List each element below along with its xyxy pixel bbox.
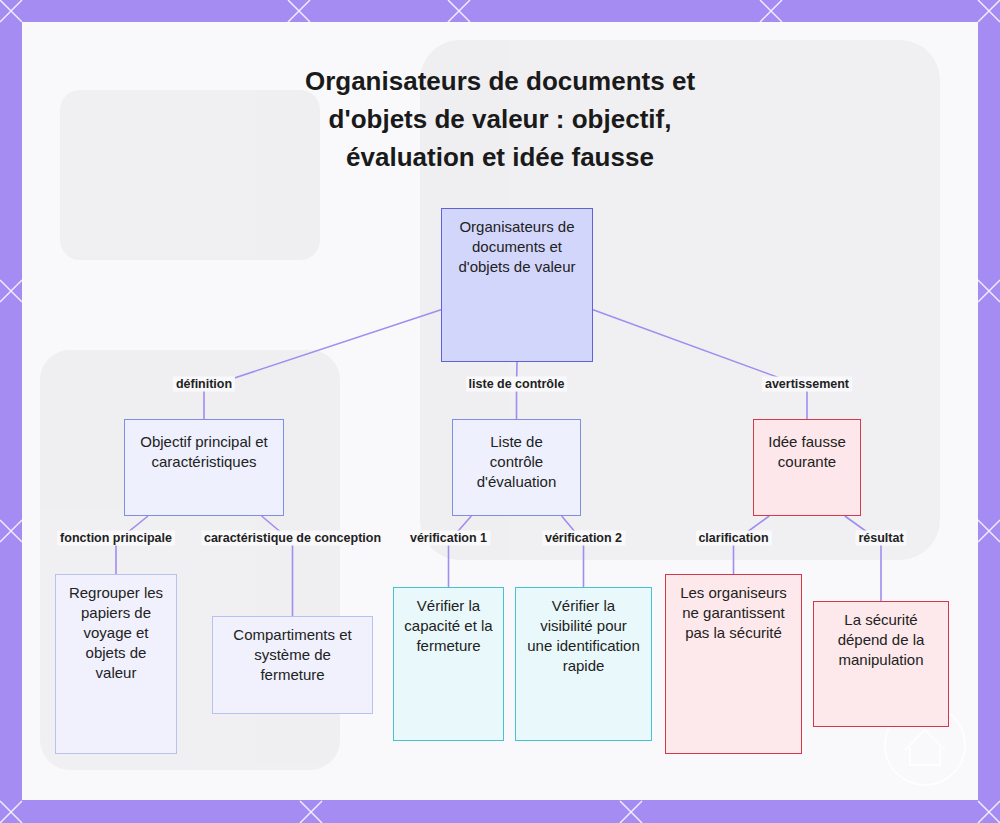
edge-label: vérification 1 xyxy=(407,531,490,546)
node-text: Vérifier la capacité et la fermeture xyxy=(404,596,493,656)
faded-photo xyxy=(40,40,940,770)
node-text: Idée fausse courante xyxy=(764,432,850,472)
category-box: Idée fausse courante xyxy=(753,419,861,516)
node-text: Compartiments et système de fermeture xyxy=(225,625,360,685)
panel xyxy=(22,22,978,800)
node-text: Vérifier la visibilité pour une identifi… xyxy=(526,596,641,676)
node-text: Objectif principal et caractéristiques xyxy=(135,432,273,472)
detail-box: La sécurité dépend de la manipulation xyxy=(813,601,949,727)
connector xyxy=(593,310,807,419)
edge-label: avertissement xyxy=(762,377,852,392)
edge-label: liste de contrôle xyxy=(466,377,568,392)
root-box: Organisateurs de documents et d'objets d… xyxy=(441,208,593,362)
node-text: La sécurité dépend de la manipulation xyxy=(824,610,938,670)
node-text: Regrouper les papiers de voyage et objet… xyxy=(68,583,164,683)
node-text: Les organiseurs ne garantissent pas la s… xyxy=(676,583,791,643)
connector xyxy=(562,516,584,587)
edge-label: clarification xyxy=(695,531,771,546)
connector xyxy=(845,516,881,601)
detail-box: Compartiments et système de fermeture xyxy=(212,616,373,714)
detail-box: Vérifier la capacité et la fermeture xyxy=(393,587,504,741)
connector xyxy=(449,516,472,587)
category-box: Objectif principal et caractéristiques xyxy=(124,419,284,516)
edge-label: vérification 2 xyxy=(542,531,625,546)
category-box: Liste de contrôle d'évaluation xyxy=(452,419,581,516)
node-text: Liste de contrôle d'évaluation xyxy=(463,432,570,492)
edge-label: fonction principale xyxy=(57,531,175,546)
connector xyxy=(204,310,441,419)
detail-box: Les organiseurs ne garantissent pas la s… xyxy=(665,574,802,754)
detail-box: Regrouper les papiers de voyage et objet… xyxy=(55,574,177,754)
diagram-title: Organisateurs de documents et d'objets d… xyxy=(265,62,735,176)
node-text: Organisateurs de documents et d'objets d… xyxy=(454,217,580,277)
edge-label: caractéristique de conception xyxy=(201,531,384,546)
edge-label: résultat xyxy=(855,531,906,546)
detail-box: Vérifier la visibilité pour une identifi… xyxy=(515,587,652,741)
edge-label: définition xyxy=(173,377,235,392)
